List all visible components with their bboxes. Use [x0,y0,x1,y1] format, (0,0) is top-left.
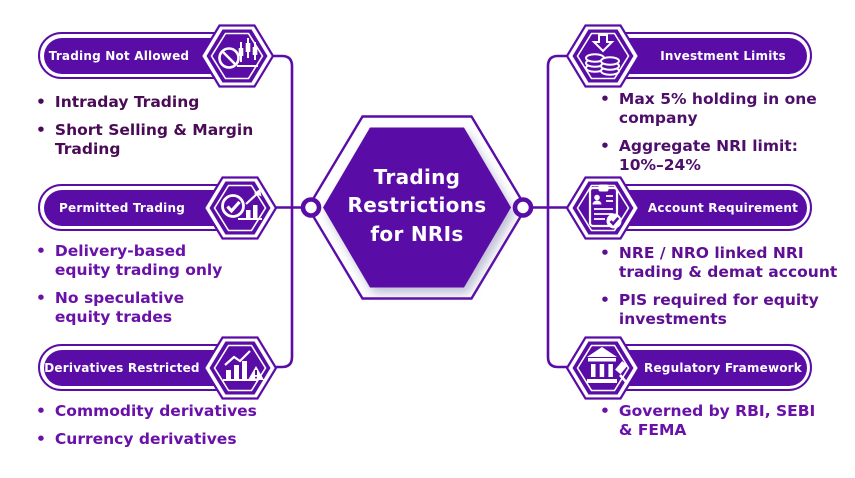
coins-down-arrow-icon [565,24,641,88]
bullet-dot: • [600,244,610,262]
left-connector-line [268,54,294,369]
list-account-requirement: • NRE / NRO linked NRI trading & demat a… [600,244,837,338]
page-title-line: for NRIs [370,221,464,246]
list-regulatory-framework: • Governed by RBI, SEBI & FEMA [600,402,815,449]
bullet-dot: • [36,121,46,139]
list-item: • Short Selling & Margin Trading [36,121,254,158]
bullet-dot: • [600,137,610,155]
right-connector-node [512,197,534,218]
page-title: Trading Restrictions for NRIs [322,163,512,248]
left-connector-node [300,197,322,218]
list-investment-limits: • Max 5% holding in one company • Aggreg… [600,90,817,184]
bullet-dot: • [36,242,46,260]
list-item: • Governed by RBI, SEBI & FEMA [600,402,816,439]
bullet-dot: • [36,93,46,111]
list-item: • Intraday Trading [36,93,200,111]
bullet-dot: • [36,289,46,307]
bullet-dot: • [600,402,610,420]
check-chart-icon [202,176,278,240]
bullet-dot: • [36,402,46,420]
list-item: • Aggregate NRI limit: 10%–24% [600,137,798,174]
bullet-dot: • [600,291,610,309]
list-derivatives-restricted: • Commodity derivatives • Currency deriv… [36,402,257,458]
list-item: • No speculative equity trades [36,289,185,326]
list-item: • Delivery-based equity trading only [36,242,223,279]
list-permitted-trading: • Delivery-based equity trading only • N… [36,242,222,336]
bullet-dot: • [36,430,46,448]
list-item: • Currency derivatives [36,430,237,448]
list-item: • PIS required for equity investments [600,291,819,328]
page-title-line: Trading [373,165,461,189]
list-trading-not-allowed: • Intraday Trading • Short Selling & Mar… [36,93,253,168]
bullet-dot: • [600,90,610,108]
center-hexagon [306,115,528,300]
list-item: • NRE / NRO linked NRI trading & demat a… [600,244,838,281]
list-item: • Commodity derivatives [36,402,257,420]
checklist-clipboard-icon [565,176,641,240]
list-item: • Max 5% holding in one company [600,90,817,127]
no-trading-chart-icon [199,24,275,88]
chart-warning-icon [202,336,278,400]
right-connector-line [546,54,587,369]
courthouse-gavel-icon [565,336,641,400]
page-title-line: Restrictions [347,193,487,218]
